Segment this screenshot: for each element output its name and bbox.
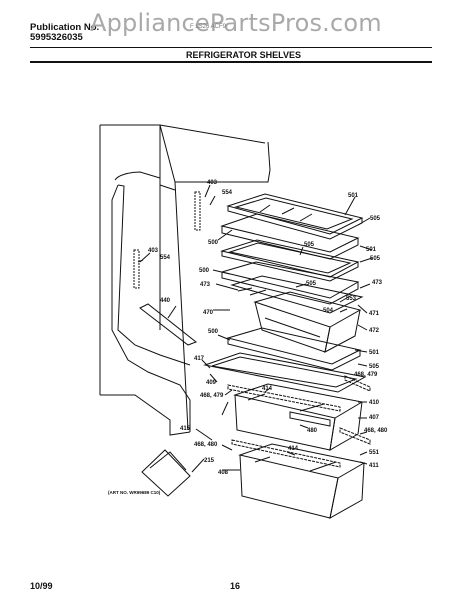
- callout-468-480b: 468, 480: [364, 428, 388, 434]
- callout-505d: 505: [306, 281, 317, 287]
- callout-500a: 500: [208, 240, 219, 246]
- rail-440: [139, 303, 198, 346]
- shelf-support-right: [194, 191, 201, 231]
- callout-468-479b: 468, 479: [354, 372, 378, 378]
- callout-551: 551: [369, 450, 380, 456]
- shelf-3: [220, 261, 364, 314]
- callout-411: 411: [369, 463, 379, 469]
- shelf-frame-lower: [226, 327, 362, 371]
- callout-505e: 505: [369, 364, 380, 370]
- watermark: AppliancePartsPros.com: [90, 9, 382, 37]
- callout-468-479a: 468, 479: [200, 393, 224, 399]
- callout-505a: 505: [370, 216, 381, 222]
- callout-408: 408: [218, 470, 229, 476]
- header-rule-top: [30, 47, 432, 48]
- shelf-frame-1: [220, 213, 360, 260]
- callout-407: 407: [369, 415, 380, 421]
- callout-473a: 473: [200, 282, 211, 288]
- cabinet-liner-lower: [111, 184, 191, 432]
- model-code: F LS26 ACF9: [190, 24, 227, 30]
- page-number: 16: [230, 581, 241, 591]
- bin-472: [253, 291, 362, 353]
- callout-470: 470: [203, 310, 214, 316]
- callout-501c: 501: [369, 350, 380, 356]
- header-rule-bottom: [30, 61, 432, 63]
- callout-504: 504: [323, 308, 334, 314]
- callout-417: 417: [194, 356, 205, 362]
- callout-410: 410: [369, 400, 380, 406]
- footer-date: 10/99: [30, 581, 53, 591]
- callout-500c: 500: [208, 329, 219, 335]
- callout-554b: 554: [160, 255, 171, 261]
- cabinet-ceiling-line: [159, 124, 266, 144]
- cabinet-liner-inner: [117, 184, 191, 366]
- shelf-2: [220, 239, 360, 282]
- crisper-drawer-lower: [238, 443, 366, 519]
- callout-471: 471: [369, 311, 380, 317]
- cabinet-top-edge: [100, 124, 271, 183]
- callout-414b: 414: [288, 446, 299, 452]
- callout-403b: 403: [148, 248, 159, 254]
- crisper-cover: [203, 352, 367, 393]
- callout-labels: 403 554 501 505 500 505 501 505 403 554 …: [148, 180, 388, 476]
- rail-lower-right: [339, 427, 371, 445]
- callout-414a: 414: [262, 386, 273, 392]
- door-bin-215: [141, 449, 191, 497]
- callout-480: 480: [307, 428, 318, 434]
- callout-403a: 403: [207, 180, 218, 186]
- shelf-top: [226, 193, 364, 240]
- cabinet-liner: [114, 171, 161, 330]
- callout-409: 409: [206, 380, 217, 386]
- cabinet-floor: [100, 394, 191, 436]
- callout-501b: 501: [366, 247, 377, 253]
- rail-upper-right: [344, 375, 371, 392]
- art-number: (ART NO. WR99689 C10): [108, 490, 161, 495]
- publication-label: Publication No.: [30, 22, 100, 33]
- page-title: REFRIGERATOR SHELVES: [186, 50, 302, 60]
- callout-468-480a: 468, 480: [194, 442, 218, 448]
- rail-upper-left: [227, 384, 341, 412]
- publication-number: 5995326035: [30, 32, 83, 43]
- callout-553: 553: [346, 296, 357, 302]
- rail-lower-left: [231, 439, 341, 468]
- callout-554a: 554: [222, 190, 233, 196]
- callout-505c: 505: [370, 256, 381, 262]
- callout-415: 415: [180, 426, 191, 432]
- callout-505b: 505: [304, 242, 315, 248]
- callout-500b: 500: [199, 268, 210, 274]
- callout-501a: 501: [348, 193, 359, 199]
- callout-440: 440: [160, 298, 171, 304]
- callout-215: 215: [204, 458, 215, 464]
- cabinet-back-edge: [174, 181, 189, 431]
- shelf-support-left: [133, 249, 140, 289]
- callout-473b: 473: [372, 280, 383, 286]
- callout-472: 472: [369, 328, 380, 334]
